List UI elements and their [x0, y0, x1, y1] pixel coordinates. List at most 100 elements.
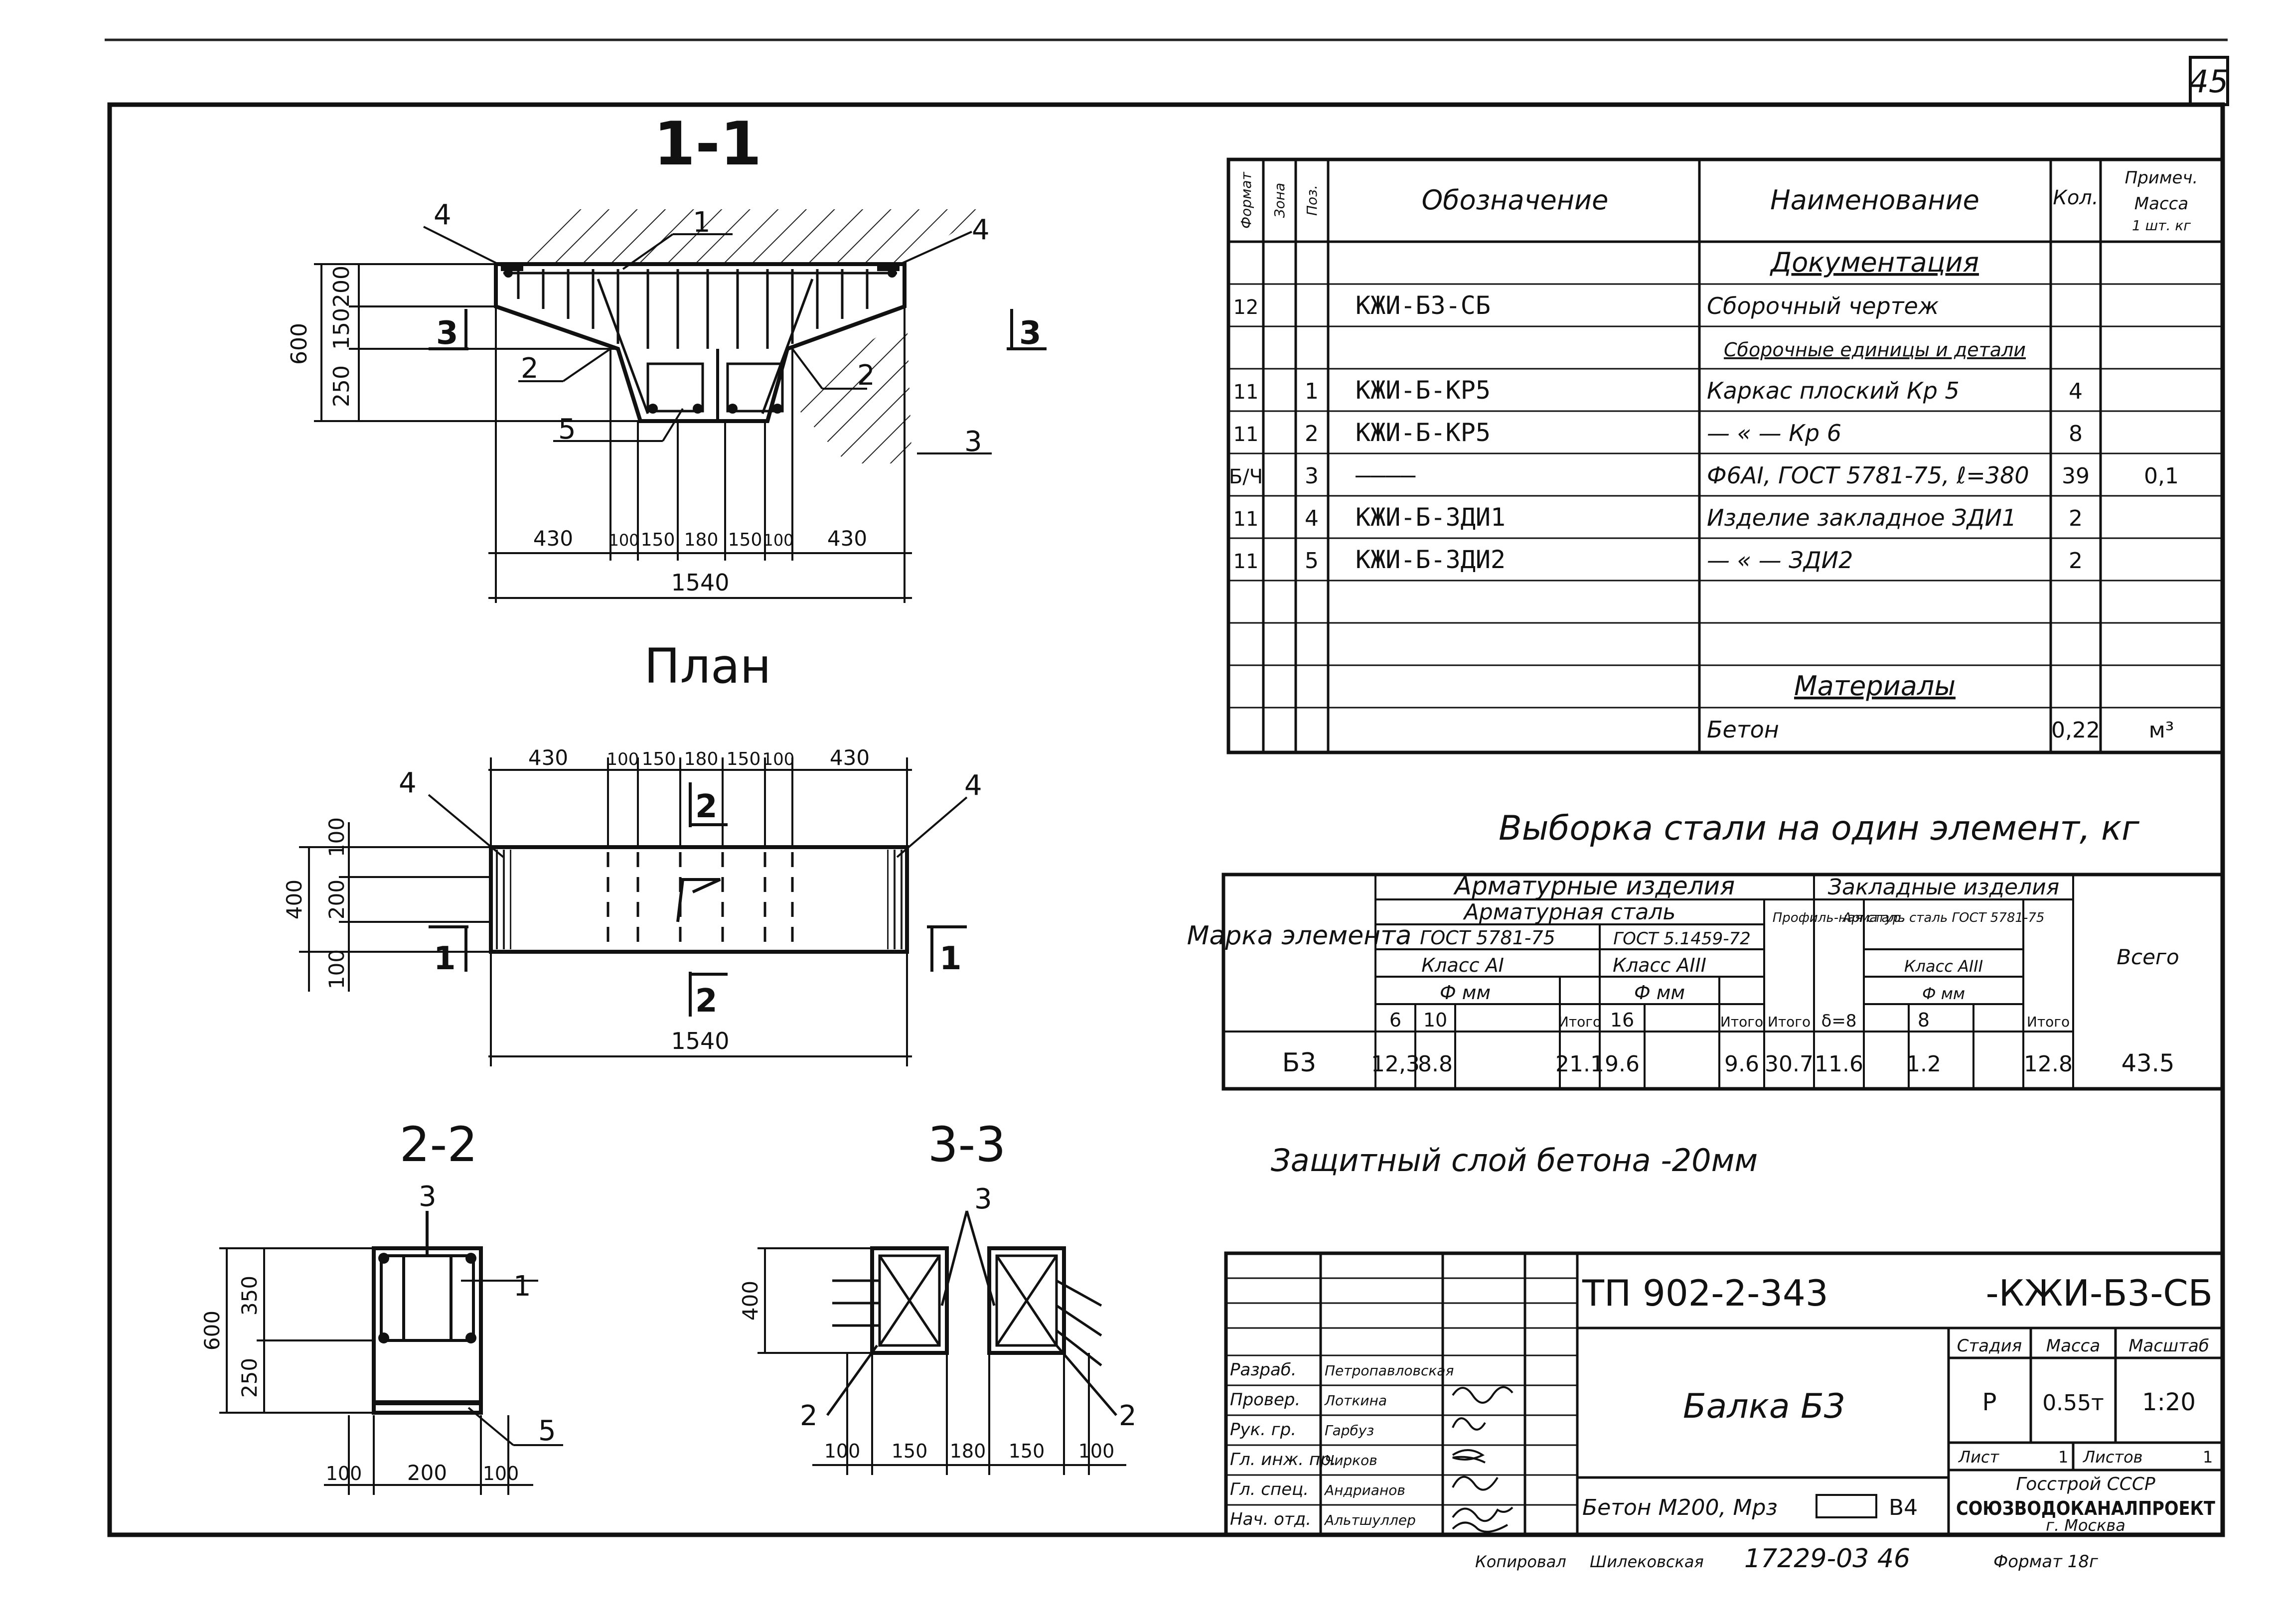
dim-180: 180	[684, 530, 719, 550]
steel-d6: 12,3	[1371, 1051, 1420, 1077]
plan-top-dims	[488, 757, 912, 847]
steel-h-total-b: Итого	[1720, 1014, 1763, 1030]
spec-row-qty: 8	[2069, 421, 2083, 446]
tb-concrete: Бетон М200, Мрз	[1582, 1495, 1778, 1520]
spec-h-note: Примеч.	[2125, 168, 2198, 188]
spec-h-zone: Зона	[1271, 183, 1288, 218]
steel-h-mark: Марка элемента	[1187, 921, 1412, 951]
cover-note: Защитный слой бетона -20мм	[1271, 1142, 1758, 1179]
plan-dim-180: 180	[684, 749, 719, 769]
spec-row-qty: 2	[2069, 506, 2083, 531]
s22-mark-3: 3	[419, 1181, 437, 1213]
tb-sheet-no: 1	[2058, 1448, 2068, 1467]
tb-scale: 1:20	[2142, 1388, 2196, 1416]
mark-2-right: 2	[857, 359, 875, 392]
tb-code: ТП 902-2-343	[1582, 1272, 1828, 1314]
cut-3-right: 3	[1019, 315, 1042, 352]
tb-scale-h: Масштаб	[2128, 1336, 2209, 1356]
title-block-roles: Разраб.ПетропавловскаяПровер.ЛоткинаРук.…	[1230, 1360, 1454, 1529]
steel-h-phi-b: Ф мм	[1634, 982, 1685, 1004]
spec-row-name: — « — Кр 6	[1707, 420, 1841, 446]
mark-1: 1	[693, 206, 711, 239]
section-2-2-rebar	[380, 1211, 475, 1342]
plan-cut-1-left: 1	[434, 940, 456, 977]
dim-200: 200	[329, 266, 354, 307]
tb-org2: СОЮЗВОДОКАНАЛПРОЕКТ	[1956, 1497, 2215, 1519]
mark-3-bottom: 3	[964, 426, 982, 458]
steel-h-delta: δ=8	[1821, 1011, 1857, 1031]
dim-150: 150	[329, 308, 354, 350]
spec-row-name: — « — ЗДИ2	[1707, 547, 1853, 574]
steel-title: Выборка стали на один элемент, кг	[1499, 809, 2140, 848]
s33-dim-100-left: 100	[824, 1440, 861, 1462]
section-2-2-outline	[372, 1246, 483, 1415]
tb-mass-h: Масса	[2046, 1336, 2100, 1356]
section-1-1-leaders	[423, 226, 992, 454]
s33-dim-180: 180	[950, 1440, 986, 1462]
s22-dim-350: 350	[237, 1276, 262, 1316]
page-number-box	[2189, 56, 2229, 106]
plan-bottom-dims	[488, 952, 912, 1066]
steel-sum-reinf: 30.7	[1765, 1051, 1814, 1077]
tb-org1: Госстрой СССР	[2016, 1474, 2155, 1494]
section-2-2-title: 2-2	[400, 1117, 478, 1173]
steel-h-embedded: Закладные изделия	[1828, 875, 2060, 900]
spec-row-pos: 5	[1305, 548, 1319, 574]
spec-row-name: Сборочные единицы и детали	[1724, 339, 2026, 361]
spec-row-name: Бетон	[1707, 716, 1779, 743]
title-block: Разраб.ПетропавловскаяПровер.ЛоткинаРук.…	[1224, 1251, 2225, 1537]
steel-h-emb-class: Класс АIII	[1904, 957, 1983, 976]
tb-sheet-label: Лист	[1958, 1448, 1999, 1467]
spec-row-designation: КЖИ-Б-ЗДИ1	[1356, 503, 1506, 532]
tb-role: Гл. спец.	[1230, 1479, 1309, 1499]
steel-h-total-all: Всего	[2117, 945, 2179, 969]
tb-role: Гл. инж. пр.	[1230, 1450, 1336, 1470]
section-2-2-dots	[378, 1253, 476, 1343]
footer-copied: Копировал	[1475, 1552, 1566, 1571]
embed-right	[877, 264, 900, 271]
s33-dim-150-right: 150	[1009, 1440, 1045, 1462]
plan-mark-4-left: 4	[399, 767, 417, 799]
section-3-3-title: 3-3	[928, 1117, 1006, 1173]
dim-1540: 1540	[671, 569, 729, 596]
s22-dim-100-right: 100	[483, 1463, 519, 1484]
steel-h-gost-b: ГОСТ 5.1459-72	[1613, 929, 1751, 949]
section-1-1: 1-1	[287, 110, 1047, 603]
steel-h-profile: Профиль-ная сталь	[1773, 910, 1906, 925]
plan-cut-1-right: 1	[939, 940, 962, 977]
plan-dim-1540: 1540	[671, 1028, 729, 1054]
s33-mark-2-left: 2	[800, 1400, 818, 1432]
mark-4-right: 4	[972, 214, 990, 246]
footer-format: Формат 18г	[1993, 1552, 2099, 1572]
plan-left-dims	[299, 822, 491, 992]
spec-h-format: Формат	[1238, 172, 1254, 229]
spec-row-format: 12	[1233, 296, 1259, 319]
spec-row-name: Материалы	[1794, 670, 1956, 702]
steel-h-class-b: Класс АIII	[1613, 954, 1706, 976]
spec-row-designation: КЖИ-Б-КР5	[1356, 418, 1491, 447]
s22-dim-250: 250	[237, 1358, 262, 1398]
steel-d16: 9.6	[1605, 1051, 1640, 1077]
spec-row-qty: 2	[2069, 548, 2083, 574]
s33-dim-150-left: 150	[892, 1440, 928, 1462]
spec-row-name: Ф6АI, ГОСТ 5781-75, ℓ=380	[1707, 462, 2029, 489]
plan-embed-right	[887, 850, 906, 949]
stirrups	[503, 269, 897, 414]
spec-row-name: Каркас плоский Кр 5	[1707, 377, 1960, 404]
s22-mark-5: 5	[538, 1415, 556, 1447]
section-3-3-dims	[757, 1247, 1126, 1475]
steel-h-reinf-items: Арматурные изделия	[1453, 872, 1735, 900]
steel-d10: 8.8	[1418, 1051, 1453, 1077]
tb-person: Чирков	[1325, 1452, 1377, 1469]
s33-mark-2-right: 2	[1119, 1400, 1137, 1432]
spec-row-pos: 4	[1305, 506, 1319, 531]
spec-row-designation: КЖИ-Б-ЗДИ2	[1356, 545, 1506, 574]
section-1-1-horizontal-dims	[488, 264, 912, 603]
section-2-2: 2-2 600 350 250 100 200 100 3 1 5	[200, 1117, 563, 1495]
plan-cut-2-top: 2	[695, 788, 718, 825]
dim-100-left: 100	[608, 531, 639, 550]
steel-mark: Б3	[1282, 1048, 1317, 1078]
tb-person: Петропавловская	[1325, 1362, 1454, 1379]
